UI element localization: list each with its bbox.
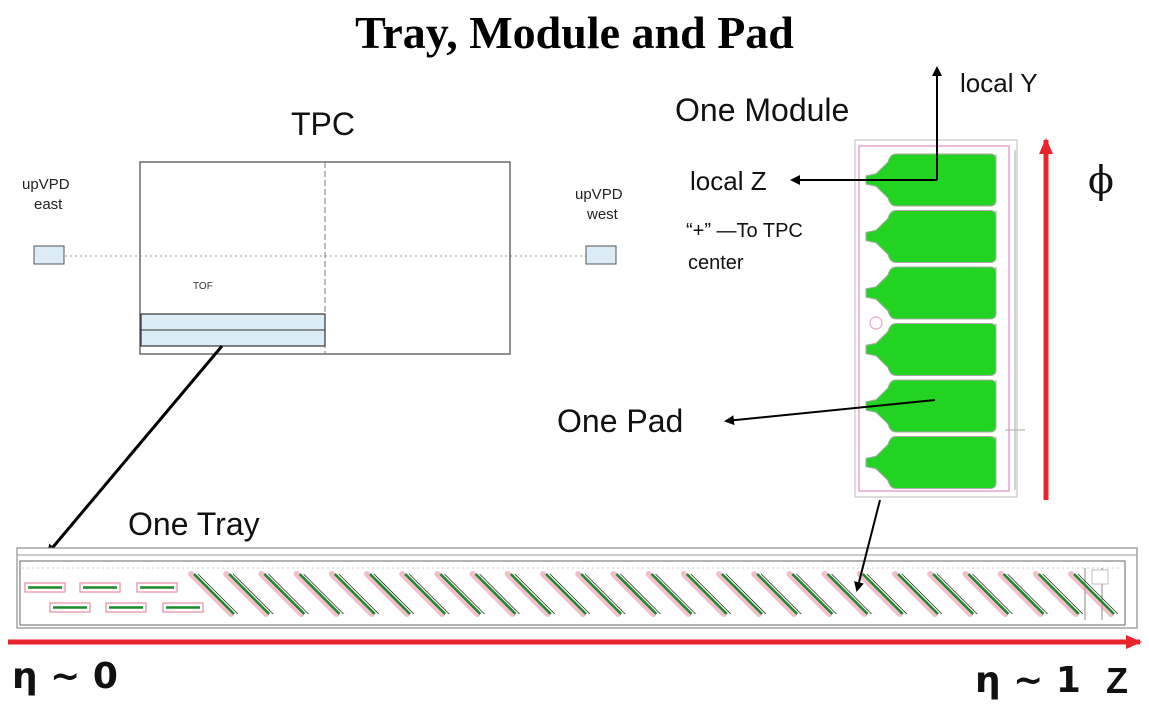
z-label: Z [1106, 660, 1128, 701]
module-drawing [854, 139, 1025, 498]
tray-module-flat [24, 582, 66, 593]
pad [865, 379, 997, 433]
page-title: Tray, Module and Pad [355, 7, 794, 58]
tpc-schematic [33, 161, 617, 355]
phi-label: ϕ [1088, 158, 1114, 202]
tof-label: TOF [193, 281, 213, 292]
tpc-label: TPC [291, 106, 355, 142]
local-y-label: local Y [960, 68, 1038, 98]
tray-module-tilted [821, 571, 872, 617]
tray-module-flat [49, 602, 91, 613]
one-tray-label: One Tray [128, 506, 260, 542]
upvpd-west-label-1: upVPD [575, 186, 623, 203]
tray-module-tilted [716, 571, 767, 617]
tray-module-tilted [469, 571, 520, 617]
eta-one-label: η ~ 1 [975, 660, 1081, 701]
tray-module-tilted [997, 571, 1048, 617]
one-pad-label: One Pad [557, 403, 684, 439]
tray-drawing [16, 547, 1138, 629]
upvpd-west-label-2: west [587, 206, 618, 223]
plus-note-line2: center [688, 252, 744, 274]
upvpd-east-label-2: east [34, 196, 63, 213]
tray-inner [19, 560, 1126, 626]
eta-zero-label: η ~ 0 [12, 656, 118, 697]
tray-module-tilted [364, 571, 415, 617]
tray-module-tilted [962, 571, 1013, 617]
tray-module-tilted [434, 571, 485, 617]
tray-module-tilted [927, 571, 978, 617]
tray-module-flat [162, 602, 204, 613]
upvpd-east-box [33, 245, 65, 265]
tray-module-tilted [399, 571, 450, 617]
tray-module-tilted [258, 571, 309, 617]
tray-module-flat [79, 582, 121, 593]
tray-module-tilted [786, 571, 837, 617]
tray-module-tilted [540, 571, 591, 617]
upvpd-east-label-1: upVPD [22, 176, 70, 193]
tray-module-tilted [1068, 571, 1119, 617]
tray-module-tilted [751, 571, 802, 617]
tray-module-tilted [892, 571, 943, 617]
plus-note-line1: “+” —To TPC [686, 220, 803, 242]
local-z-label: local Z [690, 166, 767, 196]
module-inner-frame [858, 145, 1010, 492]
pad [865, 210, 997, 263]
tray-module-tilted [328, 571, 380, 617]
tray-module-tilted [610, 571, 661, 617]
tray-module-group [24, 571, 1119, 617]
tray-module-tilted [856, 571, 908, 617]
pad [865, 323, 997, 376]
upvpd-west-box [585, 245, 617, 265]
one-module-label: One Module [675, 92, 850, 128]
tray-module-tilted [575, 571, 626, 617]
pad [865, 436, 997, 489]
pad-pointer-arrow [724, 399, 936, 426]
tray-module-tilted [680, 571, 732, 617]
tray-module-flat [136, 582, 178, 593]
tof-to-tray-arrow [46, 345, 224, 555]
pad [865, 266, 997, 320]
tray-module-tilted [223, 571, 274, 617]
tray-module-tilted [504, 571, 556, 617]
tray-module-tilted [645, 571, 696, 617]
tray-module-flat [105, 602, 147, 613]
module-to-tray-arrow [854, 499, 881, 592]
tray-module-tilted [1032, 571, 1084, 617]
tray-module-tilted [293, 571, 344, 617]
tray-module-tilted [188, 571, 239, 617]
pad-group [865, 153, 997, 489]
